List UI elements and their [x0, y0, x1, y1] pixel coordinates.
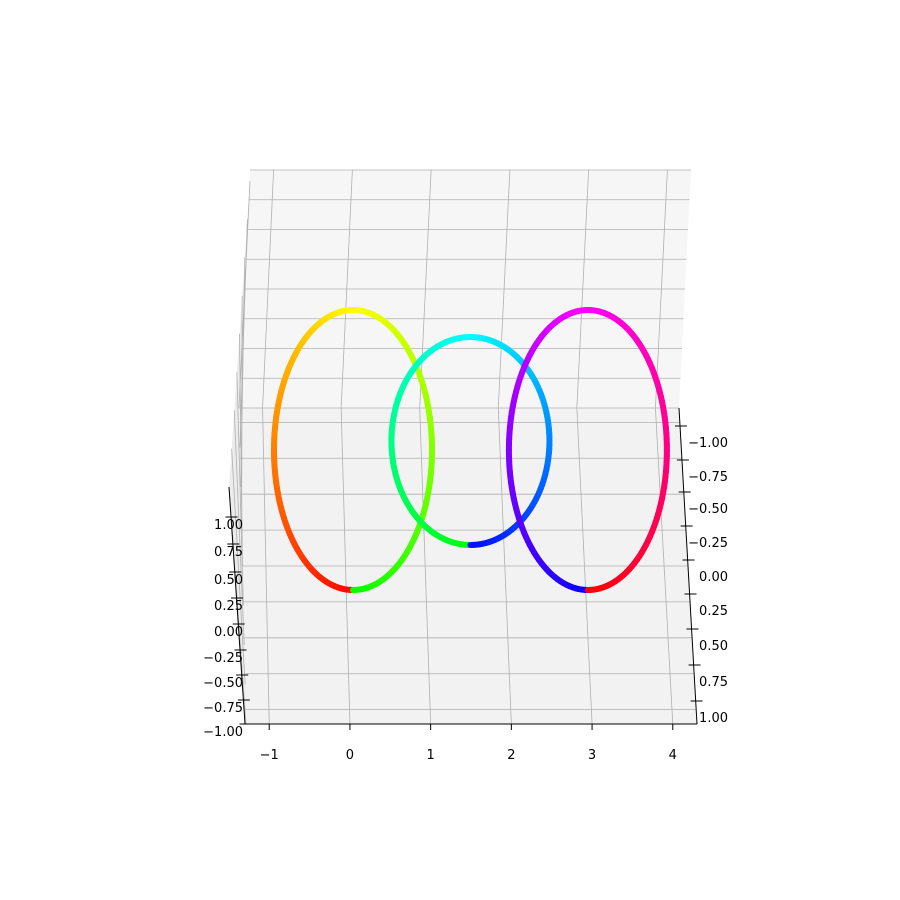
axes-spines: [228, 407, 698, 725]
ring-2: [388, 334, 553, 548]
x-tick-label: 2: [507, 748, 515, 763]
y-tick-label: −0.75: [688, 470, 728, 485]
z-tick-label: −0.75: [203, 701, 243, 716]
y-tick-label: −0.25: [688, 536, 728, 551]
z-tick-label: 0.25: [214, 599, 243, 614]
grid-line-side: [231, 448, 246, 685]
z-tick-label: 0.00: [214, 625, 243, 640]
ring-1: [271, 307, 435, 593]
y-tick-label: 0.50: [699, 639, 728, 654]
grid-line-side: [233, 410, 245, 646]
x-tick-label: 3: [588, 748, 596, 763]
grid-line-side: [236, 372, 244, 606]
y-tick-label: −1.00: [688, 436, 728, 451]
z-tick-label: 1.00: [214, 518, 243, 533]
ring-3: [505, 307, 670, 593]
z-tick-label: −0.25: [203, 651, 243, 666]
left-axis-line: [228, 486, 246, 725]
axes-grid: [228, 169, 697, 725]
y-tick-label: 0.00: [699, 570, 728, 585]
axes-panes: [229, 170, 697, 724]
z-tick-label: 0.75: [214, 545, 243, 560]
y-tick-label: −0.50: [688, 502, 728, 517]
x-tick-label: 0: [346, 748, 354, 763]
y-tick-label: 1.00: [699, 711, 728, 726]
y-tick-label: 0.25: [699, 604, 728, 619]
right-axis-line: [678, 407, 698, 725]
y-tick-label: 0.75: [699, 675, 728, 690]
plot-curves: [271, 307, 670, 593]
x-tick-label: −1: [260, 748, 279, 763]
axes-ticks: −1 0 1 2 3 4 −1.00 −0.75 −0.50 −0.25 0.00 0.25 0.50 0…: [203, 425, 728, 763]
x-tick-label: 1: [427, 748, 435, 763]
z-tick-label: −1.00: [203, 725, 243, 740]
grid-line-side: [239, 333, 243, 567]
x-tick-label: 4: [669, 748, 677, 763]
z-tick-label: −0.50: [203, 676, 243, 691]
z-tick-label: 0.50: [214, 573, 243, 588]
